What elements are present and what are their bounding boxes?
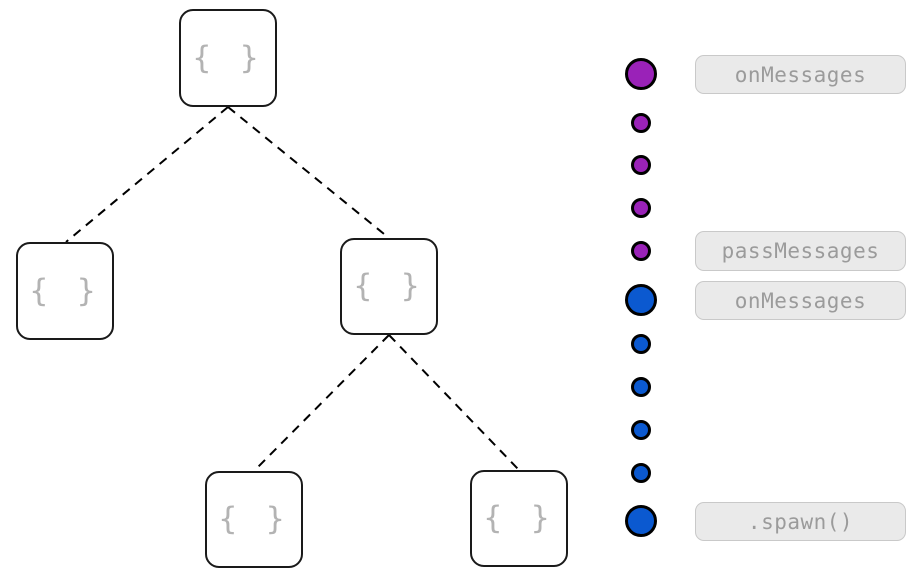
tree-node-braces-icon: { }	[218, 501, 290, 537]
timeline-dot-8[interactable]	[631, 377, 651, 397]
tree-edge-root-to-child-left	[65, 106, 229, 243]
tree-edge-root-to-child-right	[227, 106, 390, 239]
tree-edge-child-right-to-leaf-right	[388, 334, 520, 471]
timeline-label-tag-pass-messages[interactable]: passMessages	[695, 231, 906, 271]
timeline-dot-1[interactable]	[625, 58, 657, 90]
timeline-dot-2[interactable]	[631, 113, 651, 133]
timeline-label-tag-on-messages-bottom[interactable]: onMessages	[695, 281, 906, 320]
timeline-label-tag-on-messages-top[interactable]: onMessages	[695, 55, 906, 94]
tree-node-braces-icon: { }	[29, 272, 101, 309]
timeline-dot-5[interactable]	[631, 241, 651, 261]
timeline-dot-6[interactable]	[625, 284, 657, 316]
tree-node-braces-icon: { }	[353, 268, 425, 304]
timeline-dot-7[interactable]	[631, 334, 651, 354]
tree-node-braces-icon: { }	[483, 500, 555, 536]
tree-node-leaf-left[interactable]: { }	[205, 471, 303, 568]
timeline-label-tag-spawn[interactable]: .spawn()	[695, 502, 906, 541]
tree-node-braces-icon: { }	[192, 39, 264, 76]
timeline-dot-11[interactable]	[625, 505, 657, 537]
timeline-dot-4[interactable]	[631, 198, 651, 218]
timeline-dot-3[interactable]	[631, 155, 651, 175]
tree-node-leaf-right[interactable]: { }	[470, 470, 568, 567]
tree-node-child-left[interactable]: { }	[16, 242, 114, 340]
tree-node-child-right[interactable]: { }	[340, 238, 438, 335]
timeline-dot-9[interactable]	[631, 420, 651, 440]
timeline-dot-10[interactable]	[631, 463, 651, 483]
tree-edge-child-right-to-leaf-left	[253, 334, 390, 472]
tree-node-root[interactable]: { }	[179, 9, 277, 107]
